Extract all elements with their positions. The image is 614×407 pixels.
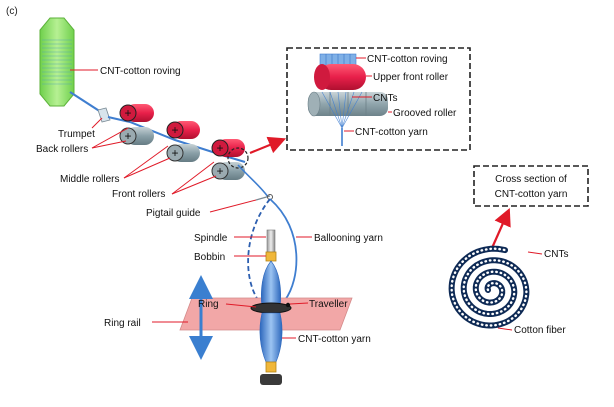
front-rollers-label: Front rollers	[112, 189, 165, 200]
ring	[250, 302, 292, 314]
cross-section-title-line1: Cross section of	[495, 174, 567, 185]
spindle-base-top	[265, 361, 277, 373]
cross-section-cnts-label: CNTs	[544, 249, 568, 260]
pigtail-guide-label: Pigtail guide	[146, 208, 201, 219]
yarn-package-upper	[260, 260, 282, 309]
roller-plus-symbol: +	[171, 123, 178, 137]
spindle	[266, 229, 276, 253]
ballooning-yarn-dashed	[247, 198, 271, 301]
roller-plus-symbol: +	[216, 141, 223, 155]
spindle-base	[260, 374, 282, 385]
ballooning-yarn-solid	[269, 198, 298, 301]
roving-label: CNT-cotton roving	[100, 66, 181, 77]
cross-section-title-line2: CNT-cotton yarn	[495, 189, 568, 200]
back-rollers-label: Back rollers	[36, 144, 88, 155]
inset-yarn-label: CNT-cotton yarn	[355, 127, 428, 138]
cross-section-arrow	[490, 207, 511, 249]
roving-package	[39, 17, 75, 107]
inset-roving-label: CNT-cotton roving	[367, 54, 448, 65]
cross-section-cotton-fiber-label: Cotton fiber	[514, 325, 566, 336]
zoom-circle	[227, 147, 249, 169]
nip-zone-inset: CNT-cotton roving Upper front roller CNT…	[286, 47, 471, 151]
cross-section-title-box: Cross section of CNT-cotton yarn	[473, 165, 589, 207]
spiral-cross-section	[448, 245, 530, 329]
inset-cnts-label: CNTs	[373, 93, 397, 104]
yarn-to-guide	[237, 164, 269, 198]
middle-rollers-label: Middle rollers	[60, 174, 119, 185]
spindle-label: Spindle	[194, 233, 228, 244]
roller-plus-symbol: +	[171, 146, 178, 160]
inset-upper-front-roller-label: Upper front roller	[373, 72, 449, 83]
ring-rail-label: Ring rail	[104, 318, 141, 329]
traveller	[285, 302, 291, 308]
front-rollers: + +	[211, 139, 245, 180]
zoom-arrow	[249, 136, 287, 155]
back-rollers: + +	[119, 104, 154, 145]
drafting-strand	[107, 116, 246, 163]
trumpet-label: Trumpet	[58, 129, 95, 140]
yarn-package-lower	[259, 312, 283, 363]
ballooning-yarn-label: Ballooning yarn	[314, 233, 383, 244]
middle-rollers: + +	[166, 121, 200, 162]
yarn-bottom-label: CNT-cotton yarn	[298, 334, 371, 345]
traveller-label: Traveller	[309, 299, 348, 310]
roller-plus-symbol: +	[216, 164, 223, 178]
panel-label: (c)	[6, 6, 18, 17]
bobbin	[265, 251, 277, 262]
inset-grooved-roller-label: Grooved roller	[393, 108, 457, 119]
ring-label: Ring	[198, 299, 219, 310]
bobbin-label: Bobbin	[194, 252, 225, 263]
roller-plus-symbol: +	[124, 129, 131, 143]
roller-plus-symbol: +	[124, 106, 131, 120]
